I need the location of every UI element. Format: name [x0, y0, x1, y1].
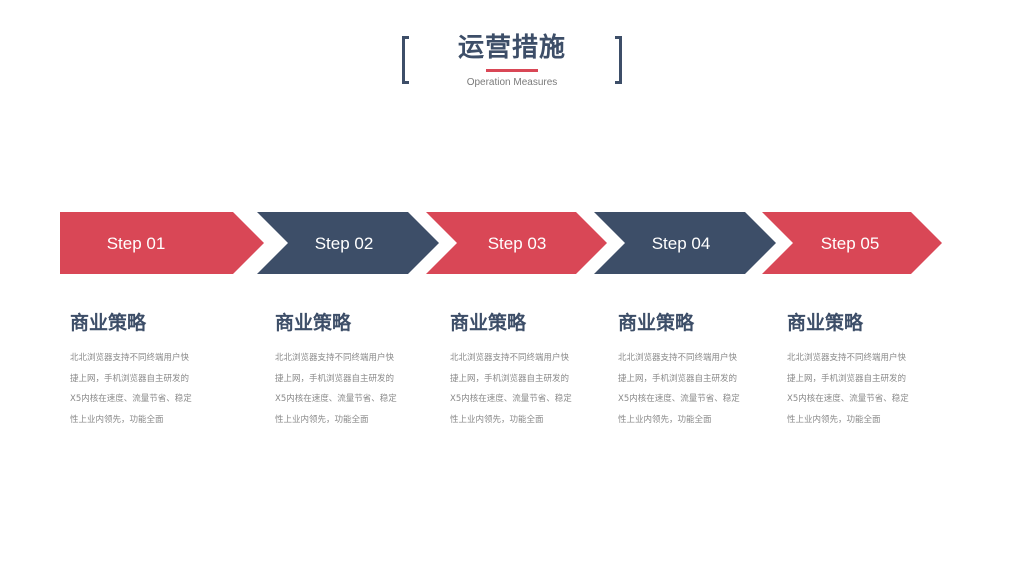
right-bracket	[615, 36, 622, 84]
description-line: 性上业内领先，功能全面	[275, 414, 369, 425]
step-description: 北北浏览器支持不同终端用户快 捷上网，手机浏览器自主研发的 X5内核在速度、流量…	[275, 348, 420, 430]
step-arrow-4	[594, 212, 776, 274]
step-label-1: Step 01	[106, 234, 166, 253]
step-column-5: 商业策略 北北浏览器支持不同终端用户快 捷上网，手机浏览器自主研发的 X5内核在…	[787, 310, 932, 430]
step-description: 北北浏览器支持不同终端用户快 捷上网，手机浏览器自主研发的 X5内核在速度、流量…	[787, 348, 932, 430]
step-arrow-1	[60, 212, 264, 274]
step-label-3: Step 03	[487, 234, 547, 253]
page-title: 运营措施	[457, 33, 566, 63]
step-title: 商业策略	[450, 312, 527, 334]
description-line: 北北浏览器支持不同终端用户快	[618, 353, 738, 363]
title-block: 运营措施 Operation Measures	[412, 28, 612, 88]
step-arrow-2	[257, 212, 439, 274]
step-label-2: Step 02	[314, 234, 374, 253]
description-line: 性上业内领先，功能全面	[787, 414, 881, 425]
step-label-5: Step 05	[820, 234, 880, 253]
step-title: 商业策略	[618, 312, 695, 334]
description-line: X5内核在速度、流量节省、稳定	[70, 394, 192, 404]
description-line: 捷上网，手机浏览器自主研发的	[450, 373, 570, 384]
step-column-2: 商业策略 北北浏览器支持不同终端用户快 捷上网，手机浏览器自主研发的 X5内核在…	[275, 310, 420, 430]
description-line: 性上业内领先，功能全面	[618, 414, 712, 425]
description-line: 性上业内领先，功能全面	[450, 414, 544, 425]
description-line: 北北浏览器支持不同终端用户快	[70, 353, 190, 363]
step-arrow-5	[762, 212, 942, 274]
description-line: 捷上网，手机浏览器自主研发的	[70, 373, 190, 384]
description-line: 北北浏览器支持不同终端用户快	[275, 353, 395, 363]
step-column-1: 商业策略 北北浏览器支持不同终端用户快 捷上网，手机浏览器自主研发的 X5内核在…	[70, 310, 215, 430]
description-line: X5内核在速度、流量节省、稳定	[618, 394, 740, 404]
step-description: 北北浏览器支持不同终端用户快 捷上网，手机浏览器自主研发的 X5内核在速度、流量…	[70, 348, 215, 430]
description-line: 北北浏览器支持不同终端用户快	[450, 353, 570, 363]
description-line: 捷上网，手机浏览器自主研发的	[787, 373, 907, 384]
description-line: 捷上网，手机浏览器自主研发的	[275, 373, 395, 384]
step-label-4: Step 04	[651, 234, 711, 253]
description-line: 性上业内领先，功能全面	[70, 414, 164, 425]
step-column-3: 商业策略 北北浏览器支持不同终端用户快 捷上网，手机浏览器自主研发的 X5内核在…	[450, 310, 595, 430]
step-column-4: 商业策略 北北浏览器支持不同终端用户快 捷上网，手机浏览器自主研发的 X5内核在…	[618, 310, 763, 430]
description-line: X5内核在速度、流量节省、稳定	[450, 394, 572, 404]
step-title: 商业策略	[70, 312, 147, 334]
description-line: X5内核在速度、流量节省、稳定	[275, 394, 397, 404]
title-underline	[486, 69, 538, 72]
step-description: 北北浏览器支持不同终端用户快 捷上网，手机浏览器自主研发的 X5内核在速度、流量…	[618, 348, 763, 430]
page-subtitle: Operation Measures	[466, 77, 558, 88]
description-line: 北北浏览器支持不同终端用户快	[787, 353, 907, 363]
step-arrow-3	[426, 212, 607, 274]
step-title: 商业策略	[275, 312, 352, 334]
left-bracket	[402, 36, 409, 84]
description-line: X5内核在速度、流量节省、稳定	[787, 394, 909, 404]
step-title: 商业策略	[787, 312, 864, 334]
step-description: 北北浏览器支持不同终端用户快 捷上网，手机浏览器自主研发的 X5内核在速度、流量…	[450, 348, 595, 430]
description-line: 捷上网，手机浏览器自主研发的	[618, 373, 738, 384]
